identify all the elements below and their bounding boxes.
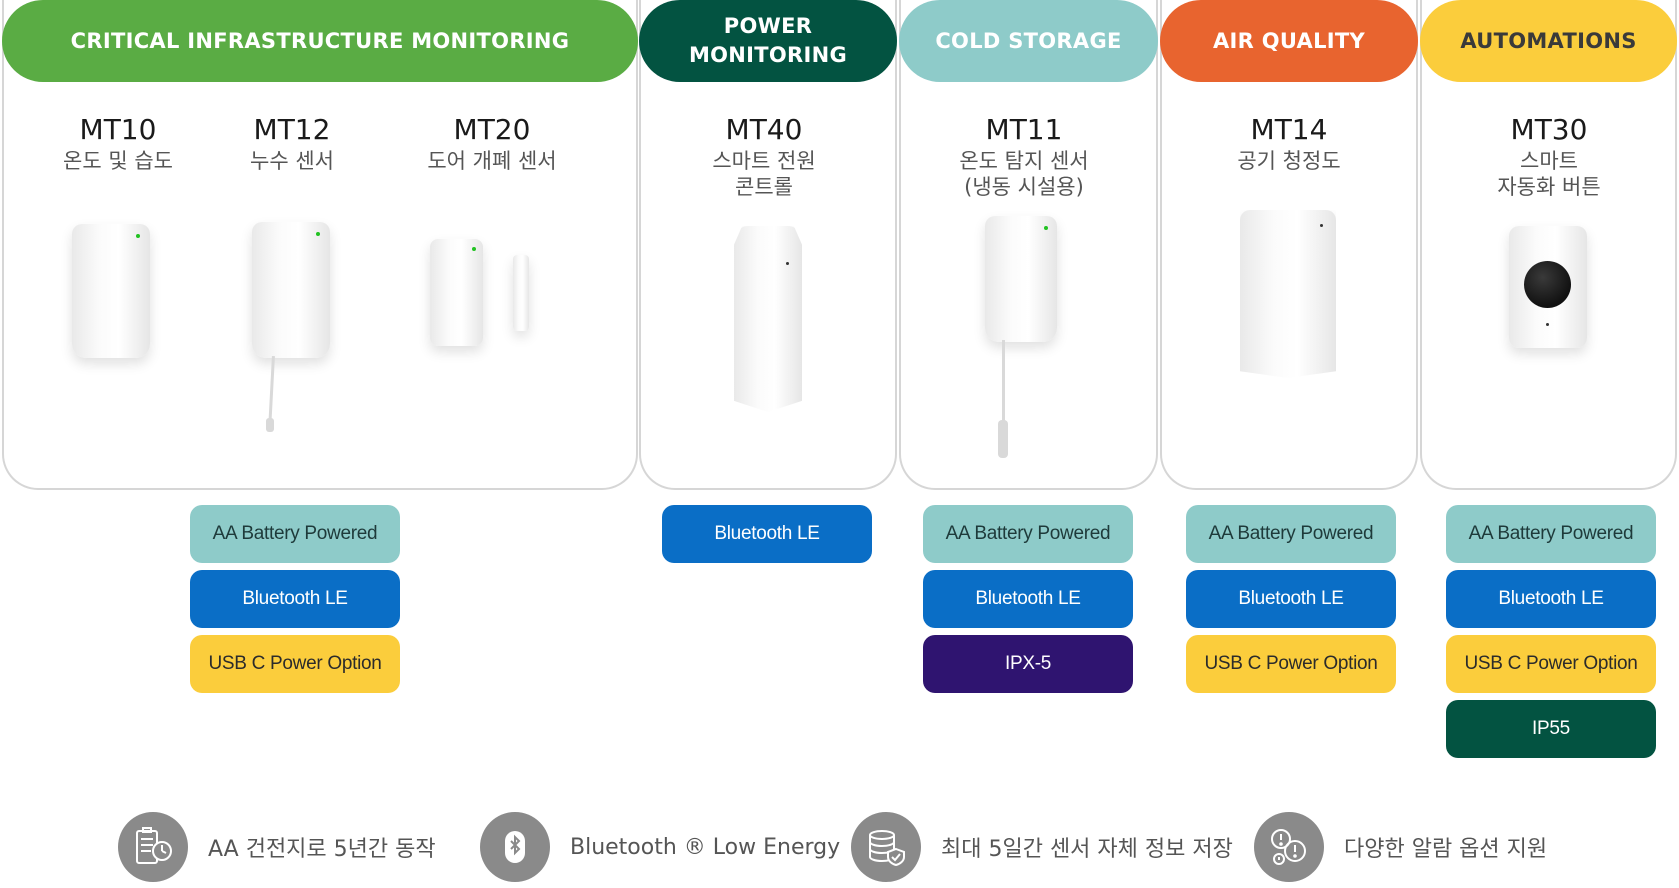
product-mt30: MT30 스마트 자동화 버튼 (1474, 112, 1624, 200)
feature-battery-life: AA 건전지로 5년간 동작 (118, 812, 436, 882)
product-description-line1: 스마트 (1520, 149, 1578, 173)
mt14-device-image (1240, 210, 1336, 378)
tag-aa-battery-critical: AA Battery Powered (190, 505, 400, 563)
section-power-monitoring: POWER MONITORING (639, 0, 897, 490)
product-mt40: MT40 스마트 전원 콘트롤 (689, 112, 839, 200)
product-description: 도어 개폐 센서 (427, 149, 557, 173)
section-title: AIR QUALITY (1212, 28, 1366, 53)
mt11-probe-cable (1002, 340, 1005, 424)
product-mt10: MT10 온도 및 습도 (48, 112, 188, 174)
section-title: COLD STORAGE (935, 28, 1122, 53)
section-title-line1: POWER (723, 14, 813, 38)
mt20-magnet-image (513, 255, 529, 331)
status-led (136, 234, 140, 238)
product-description-line2: 자동화 버튼 (1497, 175, 1601, 199)
product-model: MT20 (453, 113, 531, 146)
tag-ip55-automations: IP55 (1446, 700, 1656, 758)
product-mt14: MT14 공기 청정도 (1214, 112, 1364, 174)
mt10-device-image (72, 224, 150, 358)
product-description: 공기 청정도 (1237, 149, 1341, 173)
indicator-dot (1546, 323, 1549, 326)
product-model: MT10 (79, 113, 157, 146)
tag-aa-battery-cold: AA Battery Powered (923, 505, 1133, 563)
section-header-critical: CRITICAL INFRASTRUCTURE MONITORING (2, 0, 638, 82)
status-led (316, 232, 320, 236)
product-model: MT12 (253, 113, 331, 146)
tag-ipx5-cold: IPX-5 (923, 635, 1133, 693)
tag-bluetooth-cold: Bluetooth LE (923, 570, 1133, 628)
section-air-quality: AIR QUALITY (1160, 0, 1418, 490)
product-description-line1: 스마트 전원 (712, 149, 816, 173)
product-description-line1: 온도 탐지 센서 (959, 149, 1089, 173)
section-header-cold: COLD STORAGE (899, 0, 1158, 82)
product-mt12: MT12 누수 센서 (222, 112, 362, 174)
section-header-power: POWER MONITORING (639, 0, 897, 82)
status-led (472, 247, 476, 251)
product-description: 누수 센서 (250, 149, 334, 173)
product-mt20: MT20 도어 개폐 센서 (402, 112, 582, 174)
tag-bluetooth-critical: Bluetooth LE (190, 570, 400, 628)
alert-icon (1254, 812, 1324, 882)
section-critical-infrastructure: CRITICAL INFRASTRUCTURE MONITORING (2, 0, 638, 490)
section-title: AUTOMATIONS (1460, 28, 1637, 53)
bluetooth-icon (480, 812, 550, 882)
mt12-device-image (252, 222, 330, 358)
feature-storage: 최대 5일간 센서 자체 정보 저장 (851, 812, 1233, 882)
battery-timer-icon (118, 812, 188, 882)
mt40-device-image (734, 226, 802, 412)
tag-usb-c-critical: USB C Power Option (190, 635, 400, 693)
database-shield-icon (851, 812, 921, 882)
tag-usb-c-automations: USB C Power Option (1446, 635, 1656, 693)
section-header-automations: AUTOMATIONS (1420, 0, 1677, 82)
mt11-probe-tip (998, 420, 1008, 458)
tag-bluetooth-power: Bluetooth LE (662, 505, 872, 563)
section-automations: AUTOMATIONS (1420, 0, 1677, 490)
indicator-dot (1320, 224, 1323, 227)
mt11-device-image (985, 216, 1057, 342)
mt30-push-button (1524, 261, 1571, 308)
section-title-line2: MONITORING (688, 43, 848, 67)
product-description: 온도 및 습도 (63, 149, 173, 173)
feature-alarm: 다양한 알람 옵션 지원 (1254, 812, 1547, 882)
tag-bluetooth-automations: Bluetooth LE (1446, 570, 1656, 628)
indicator-dot (786, 262, 789, 265)
product-model: MT11 (985, 113, 1063, 146)
feature-text: Bluetooth ® Low Energy (570, 834, 841, 860)
tag-usb-c-air: USB C Power Option (1186, 635, 1396, 693)
mt30-device-image (1509, 226, 1587, 348)
tag-aa-battery-air: AA Battery Powered (1186, 505, 1396, 563)
tag-bluetooth-air: Bluetooth LE (1186, 570, 1396, 628)
feature-text: AA 건전지로 5년간 동작 (208, 837, 436, 862)
tag-aa-battery-automations: AA Battery Powered (1446, 505, 1656, 563)
section-cold-storage: COLD STORAGE (899, 0, 1158, 490)
product-model: MT14 (1250, 113, 1328, 146)
product-description-line2: (냉동 시설용) (964, 175, 1084, 199)
feature-text: 최대 5일간 센서 자체 정보 저장 (941, 837, 1233, 862)
status-led (1044, 226, 1048, 230)
feature-bluetooth: Bluetooth ® Low Energy (480, 812, 840, 882)
section-title: CRITICAL INFRASTRUCTURE MONITORING (70, 28, 570, 53)
feature-text: 다양한 알람 옵션 지원 (1344, 837, 1548, 862)
mt12-probe-tip (266, 418, 274, 432)
product-model: MT30 (1510, 113, 1588, 146)
section-header-air: AIR QUALITY (1160, 0, 1418, 82)
product-model: MT40 (725, 113, 803, 146)
product-description-line2: 콘트롤 (735, 175, 793, 199)
product-mt11: MT11 온도 탐지 센서 (냉동 시설용) (939, 112, 1109, 200)
mt20-device-image (430, 239, 483, 346)
